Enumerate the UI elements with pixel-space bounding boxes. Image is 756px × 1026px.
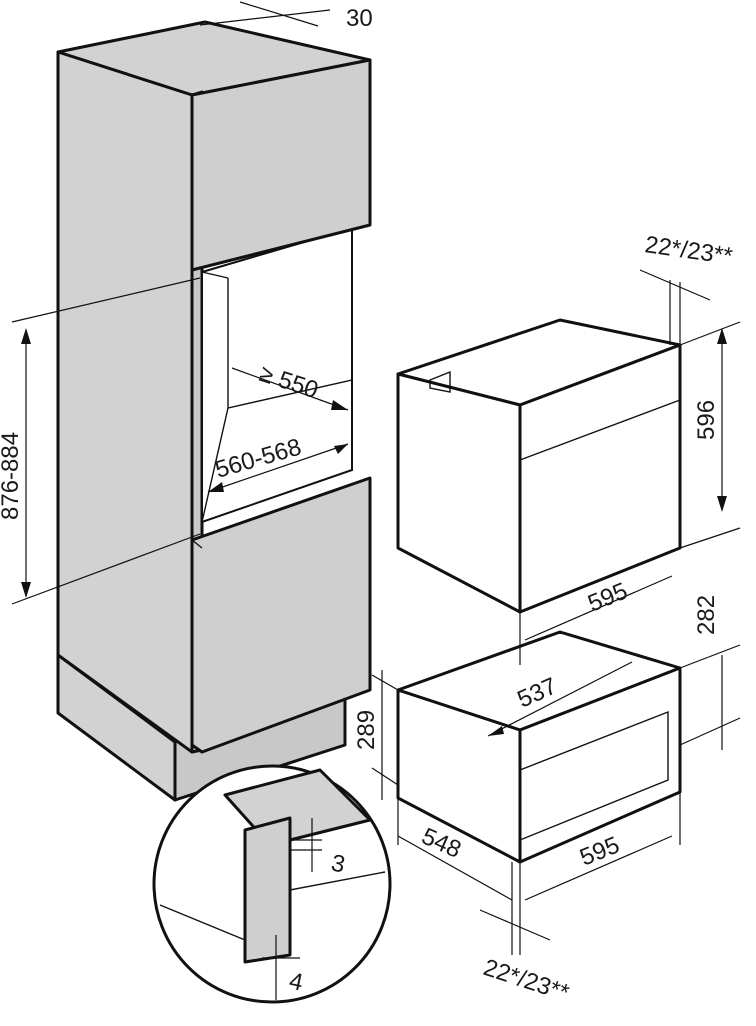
dim-596-ext-bottom	[679, 527, 741, 549]
label-oven-panel-top: 22*/23**	[643, 231, 734, 270]
dim-537-line	[487, 661, 633, 737]
dim-289-ext-bottom	[371, 767, 399, 786]
label-niche-height: 876-884	[0, 432, 24, 520]
dim-289-ext-top	[371, 674, 399, 691]
detail-line-a	[159, 904, 246, 941]
drawer-panel	[519, 710, 669, 842]
lower-door	[190, 476, 372, 754]
dim-height-ext-top	[11, 277, 201, 323]
label-drawer-height: 289	[353, 710, 380, 750]
dim-30-line	[199, 9, 331, 26]
dim-282-ext-bottom	[679, 717, 741, 746]
dim-panel-bottom-line	[479, 909, 551, 941]
label-top-depth: 30	[346, 5, 373, 32]
dim-width-arrow-right	[334, 444, 348, 454]
dim-panel-top-line	[639, 269, 711, 301]
dim-width-line	[207, 443, 349, 493]
dim-596-arrow-bottom	[717, 496, 727, 512]
label-detail-offset: 4	[287, 967, 306, 996]
dim-depth-line	[231, 367, 349, 411]
tall-cabinet	[56, 20, 372, 802]
dim-height-arrow-bottom	[21, 582, 31, 598]
dim-drawer-width-line	[524, 835, 673, 901]
oven-side	[396, 372, 522, 614]
dim-282-ext-top	[679, 644, 741, 669]
label-drawer-gap: 282	[693, 595, 720, 635]
oven-appliance	[396, 318, 682, 614]
lower-door-edge	[191, 539, 203, 549]
detail-front-panel	[243, 816, 292, 964]
label-drawer-width: 595	[576, 832, 623, 872]
dim-depth-arrow	[331, 400, 348, 410]
detail-line-b	[289, 871, 386, 891]
label-detail-gap: 3	[329, 849, 348, 878]
dim-596-arrow-top	[717, 328, 727, 344]
dim-height-arrow-top	[21, 328, 31, 344]
dim-height-ext-bottom	[11, 533, 201, 605]
dim-30-ext	[239, 1, 319, 27]
dim-width-arrow-left	[208, 482, 224, 492]
niche-corner-line	[201, 271, 229, 279]
dim-oven-width-line	[524, 575, 673, 641]
dim-596-ext-top	[679, 321, 741, 346]
oven-panel-line	[519, 399, 681, 461]
dim-548-line	[397, 835, 513, 901]
label-drawer-panel: 22*/23**	[480, 954, 572, 1007]
label-oven-height: 596	[693, 400, 720, 440]
dim-537-arrow-left	[488, 726, 504, 736]
detail-magnifier	[152, 764, 392, 1004]
niche-floor-line	[201, 407, 229, 523]
dimension-lines	[11, 1, 741, 1000]
upper-door	[190, 58, 372, 272]
cabinet-side	[56, 50, 194, 754]
oven-top-notch	[429, 370, 451, 393]
